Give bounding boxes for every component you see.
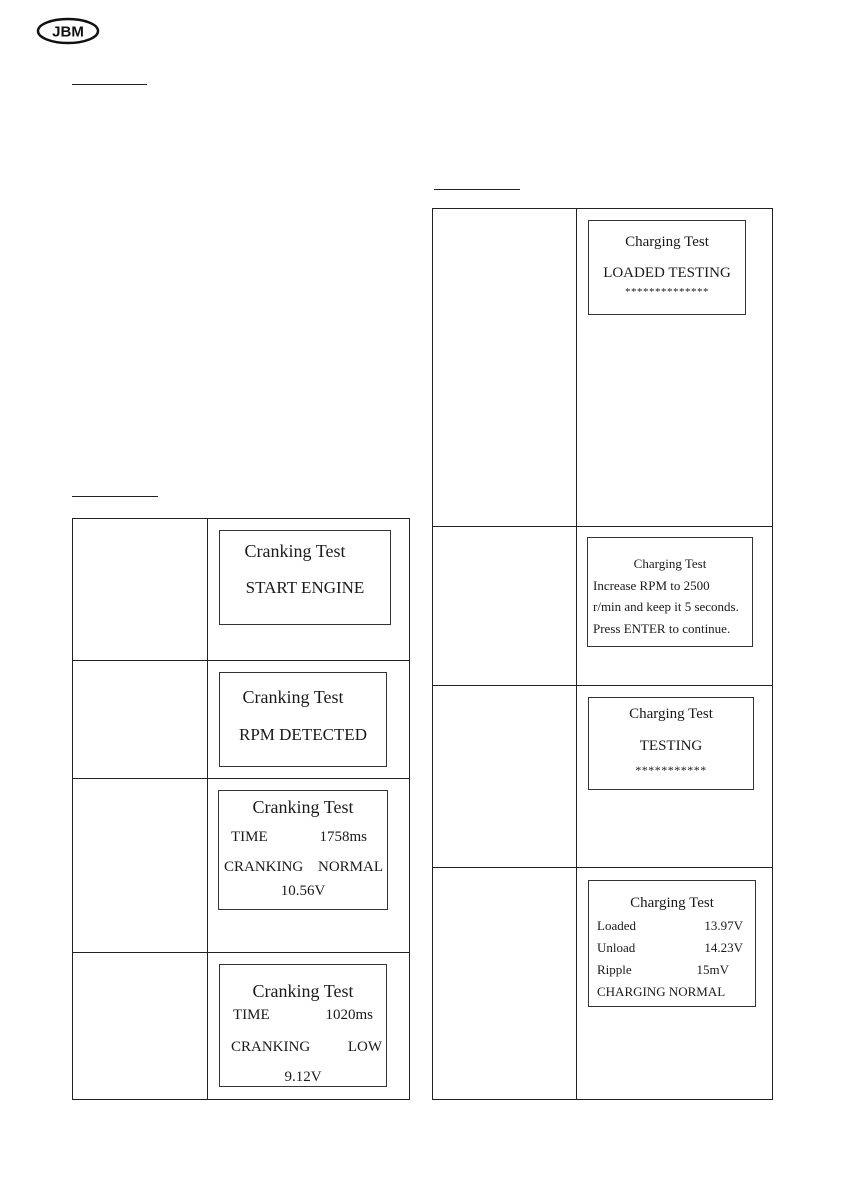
result-status: CHARGING NORMAL [597,984,726,999]
cranking-table-divider [207,518,208,1099]
result-label: Loaded [597,918,636,933]
screen-message: LOADED TESTING [603,265,731,281]
instruction-line: Increase RPM to 2500 [593,578,710,593]
voltage-value: 9.12V [284,1069,322,1085]
result-value: 15mV [696,962,730,977]
screen-title: Charging Test [630,895,714,911]
screen-title: Charging Test [629,706,713,722]
charging-table [432,208,773,1100]
screen-message: RPM DETECTED [239,725,367,744]
time-label: TIME [233,1007,270,1023]
status-value: LOW [347,1039,382,1055]
screen-title: Cranking Test [252,797,354,817]
instruction-line: Press ENTER to continue. [593,621,731,636]
cranking-table [72,518,410,1100]
section-heading-cranking [72,496,158,497]
screen-message: START ENGINE [245,578,365,597]
screen-title: Cranking Test [244,541,346,561]
screen-message: TESTING [639,738,703,754]
logo-text: JBM [52,24,84,41]
cranking-screen-normal: Cranking Test TIME 1758ms CRANKING NORMA… [218,790,388,910]
time-label: TIME [231,829,268,845]
charging-row-line [432,685,773,686]
screen-title: Cranking Test [252,981,354,1001]
charging-screen-increase-rpm: Charging Test Increase RPM to 2500 r/min… [587,537,753,647]
status-label: CRANKING [231,1039,311,1055]
cranking-row-line [72,660,410,661]
cranking-row-line [72,778,410,779]
charging-screen-loaded-testing: Charging Test LOADED TESTING ***********… [588,220,746,315]
cranking-screen-rpm-detected: Cranking Test RPM DETECTED [219,672,387,767]
time-value: 1758ms [319,829,367,845]
cranking-screen-low: Cranking Test TIME 1020ms CRANKING LOW 9… [219,964,387,1087]
progress-indicator: *********** [635,763,707,777]
result-value: 13.97V [704,918,743,933]
voltage-value: 10.56V [280,883,326,899]
charging-table-divider [576,208,577,1099]
section-heading-charging [434,189,520,190]
status-label: CRANKING [224,859,304,875]
time-value: 1020ms [325,1007,373,1023]
section-heading-top-left [72,84,147,85]
charging-screen-testing: Charging Test TESTING *********** [588,697,754,790]
jbm-logo: JBM [36,17,100,45]
charging-row-line [432,526,773,527]
result-label: Ripple [597,962,632,977]
screen-title: Charging Test [633,556,707,571]
cranking-screen-start-engine: Cranking Test START ENGINE [219,530,391,625]
screen-title: Cranking Test [242,687,344,707]
screen-title: Charging Test [625,234,709,250]
instruction-line: r/min and keep it 5 seconds. [593,599,739,614]
cranking-row-line [72,952,410,953]
charging-row-line [432,867,773,868]
progress-indicator: ************** [625,286,709,298]
charging-screen-results: Charging Test Loaded 13.97V Unload 14.23… [588,880,756,1007]
result-label: Unload [597,940,636,955]
status-value: NORMAL [317,859,383,875]
result-value: 14.23V [704,940,743,955]
